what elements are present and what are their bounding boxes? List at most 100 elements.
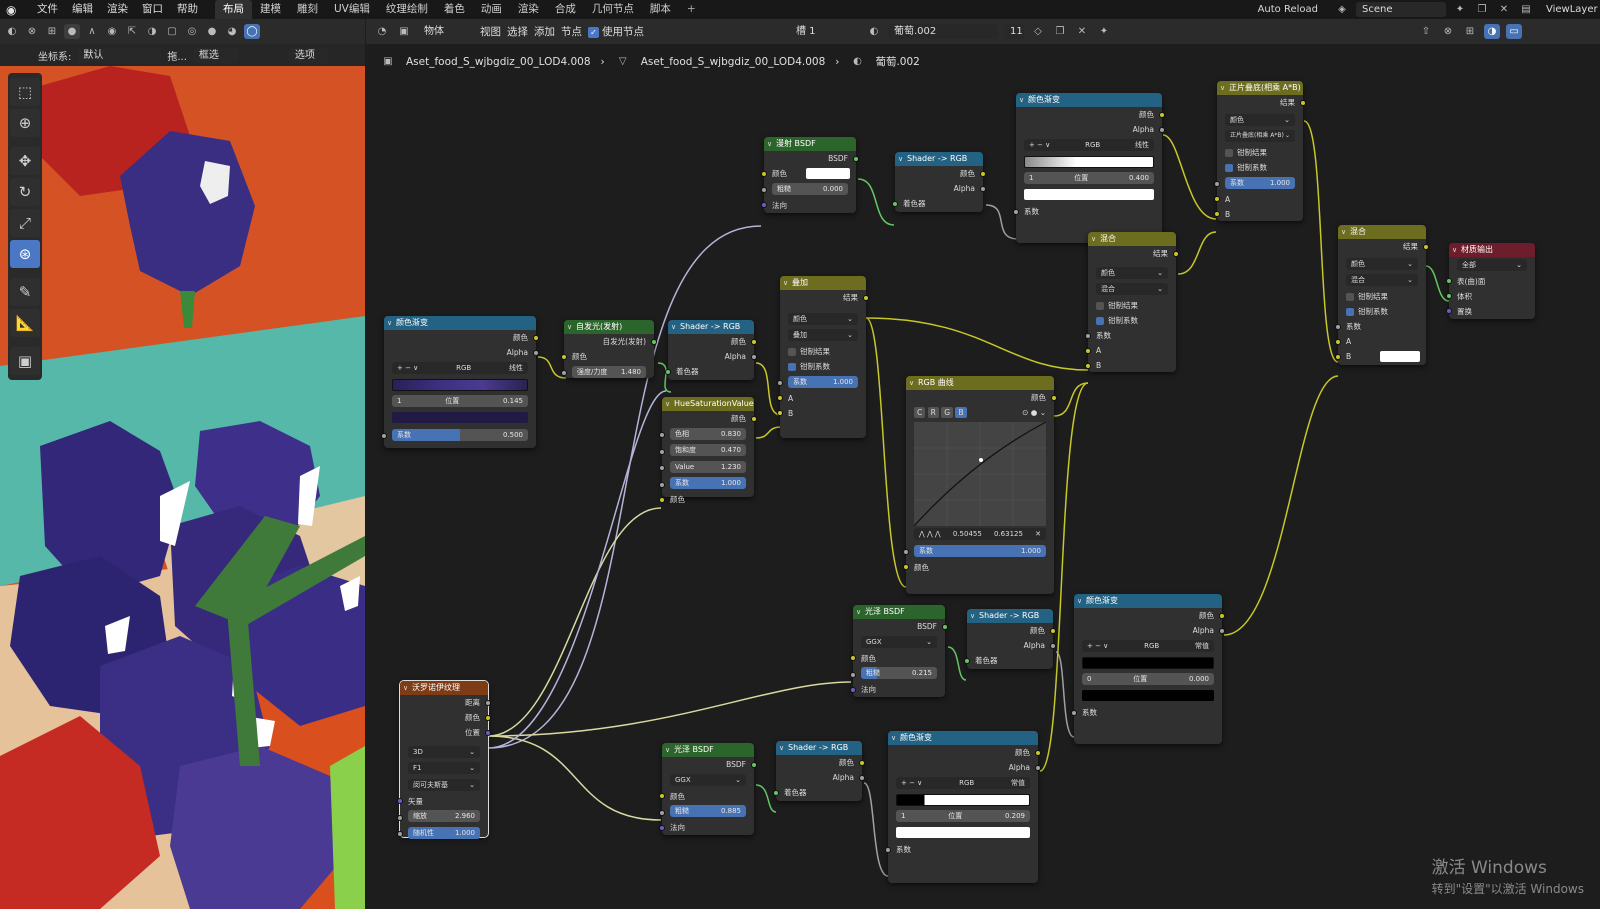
input-socket[interactable] — [561, 370, 567, 376]
input-socket[interactable] — [1214, 196, 1220, 202]
output-socket[interactable] — [1300, 99, 1306, 106]
editor-type-icon[interactable]: ◐ — [7, 26, 17, 37]
coord-system-dropdown[interactable]: 默认 — [77, 47, 162, 63]
input-socket[interactable] — [1214, 181, 1220, 187]
input-socket[interactable] — [381, 433, 387, 439]
input-socket[interactable] — [850, 671, 856, 678]
input-socket[interactable] — [659, 432, 665, 438]
node-header[interactable]: 颜色渐变 — [1074, 594, 1222, 608]
3d-viewport[interactable]: ◐ ⊗ ⊞ ● ∧ ◉ ⇱ ◑ ▢ ◎ ● ◕ ◯ 坐标系: 默认 拖... 框… — [0, 19, 365, 909]
backdrop-icon[interactable]: ▭ — [1506, 24, 1522, 39]
stop-index[interactable]: 1 — [1029, 174, 1034, 182]
measure-tool-icon[interactable]: 📐 — [10, 309, 40, 337]
output-socket[interactable] — [1159, 126, 1165, 133]
snap-icon[interactable]: ⊗ — [27, 26, 37, 37]
pos-value[interactable]: 0.145 — [502, 397, 523, 405]
output-socket[interactable] — [980, 185, 986, 192]
rough-value[interactable]: 0.000 — [822, 184, 843, 193]
tab-texture-paint[interactable]: 纹理绘制 — [385, 3, 428, 15]
output-socket[interactable] — [859, 774, 865, 781]
node-mix-overlay[interactable]: 叠加 结果 颜色⌄ 叠加⌄ 钳制结果 钳制系数 系数1.000 A B — [777, 276, 869, 438]
input-socket[interactable] — [885, 846, 891, 853]
tab-red[interactable]: R — [927, 407, 939, 418]
input-socket[interactable] — [397, 798, 403, 804]
input-socket[interactable] — [892, 200, 898, 207]
scene-icon[interactable]: ◈ — [1338, 4, 1346, 15]
input-socket[interactable] — [761, 170, 767, 177]
rendered-shading-icon[interactable]: ◯ — [244, 24, 260, 39]
node-header[interactable]: 光泽 BSDF — [662, 743, 754, 757]
transform-tool-icon[interactable]: ⊛ — [10, 240, 40, 268]
node-glossy-bsdf-2[interactable]: 光泽 BSDF BSDF GGX⌄ 颜色 粗糙0.885 法向 — [659, 743, 757, 835]
input-socket[interactable] — [1335, 353, 1341, 360]
node-header[interactable]: 漫射 BSDF — [764, 137, 856, 151]
color-ramp-bar[interactable] — [1082, 656, 1214, 669]
node-header[interactable]: Shader -> RGB — [967, 609, 1053, 623]
output-socket[interactable] — [751, 761, 757, 768]
blend-mode-dropdown[interactable]: 混合 — [1351, 276, 1365, 284]
node-material-output[interactable]: 材质输出 全部⌄ 表(曲)面 体积 置换 — [1446, 243, 1535, 319]
fac-value[interactable]: 1.000 — [1269, 178, 1290, 187]
material-shading-icon[interactable]: ◕ — [227, 26, 237, 37]
input-socket[interactable] — [1085, 362, 1091, 369]
stop-index[interactable]: 0 — [1087, 675, 1092, 683]
overlay-icon[interactable]: ◑ — [1484, 24, 1500, 39]
menu-window[interactable]: 窗口 — [142, 3, 163, 15]
select-mode-dropdown[interactable]: 框选 — [192, 47, 239, 63]
clamp-factor-checkbox[interactable] — [788, 363, 796, 371]
node-mix-2[interactable]: 混合 结果 颜色⌄ 混合⌄ 钳制结果 钳制系数 系数 A B — [1335, 225, 1429, 365]
curve-tools-icon[interactable]: ⊙ ● ⌄ — [1022, 408, 1046, 417]
output-socket[interactable] — [863, 294, 869, 301]
blend-mode-dropdown[interactable]: 正片叠底(相乘 A*B) — [1230, 132, 1284, 139]
target-dropdown[interactable]: 全部 — [1462, 260, 1476, 269]
scene-field[interactable]: Scene — [1356, 2, 1446, 17]
node-rgb-curves[interactable]: RGB 曲线 颜色 C R G B ⊙ ● ⌄ ⋀ ⋀ ⋀0.5 — [903, 376, 1057, 594]
clamp-factor-checkbox[interactable] — [1096, 317, 1104, 325]
color-ramp-bar[interactable] — [896, 793, 1030, 806]
tab-sculpt[interactable]: 雕刻 — [297, 3, 318, 15]
interpolation-dropdown[interactable]: 线性 — [1135, 140, 1149, 149]
tab-scripting[interactable]: 脚本 — [649, 3, 671, 15]
input-socket[interactable] — [659, 793, 665, 799]
tab-geometry-nodes[interactable]: 几何节点 — [591, 3, 634, 15]
input-socket[interactable] — [659, 481, 665, 488]
node-header[interactable]: 混合 — [1338, 225, 1426, 239]
distribution-dropdown[interactable]: GGX — [675, 775, 691, 784]
object-icon[interactable]: ▣ — [399, 26, 409, 37]
pos-value[interactable]: 0.400 — [1128, 174, 1149, 182]
val-value[interactable]: 1.230 — [720, 462, 741, 471]
stop-color-swatch[interactable] — [392, 412, 528, 423]
color-ramp-bar[interactable] — [392, 378, 528, 391]
select-box-tool-icon[interactable]: ⬚ — [10, 78, 40, 106]
curve-graph[interactable] — [913, 421, 1047, 527]
clamp-result-checkbox[interactable] — [1225, 149, 1233, 157]
point-y-value[interactable]: 0.63125 — [993, 530, 1023, 538]
pin-icon[interactable]: ✦ — [1455, 4, 1465, 15]
stop-color-swatch[interactable] — [1082, 690, 1214, 701]
input-socket[interactable] — [659, 448, 665, 455]
input-socket[interactable] — [1214, 211, 1220, 217]
shader-node-editor[interactable]: ◔ ▣ 物体 视图 选择 添加 节点 ✓使用节点 槽 1 ◐ 葡萄.002 11… — [366, 19, 1600, 909]
output-socket[interactable] — [1219, 627, 1225, 634]
input-socket[interactable] — [777, 380, 783, 386]
output-socket[interactable] — [751, 415, 757, 422]
solid-shading-icon[interactable]: ● — [207, 26, 217, 37]
metric-dropdown[interactable]: 闵可夫斯基 — [413, 780, 448, 789]
delete-scene-icon[interactable]: ✕ — [1499, 4, 1509, 15]
menu-help[interactable]: 帮助 — [177, 3, 198, 15]
input-socket[interactable] — [1335, 323, 1341, 330]
color-ramp-bar[interactable] — [1024, 155, 1154, 168]
data-type-dropdown[interactable]: 颜色 — [1351, 259, 1365, 268]
menu-node[interactable]: 节点 — [561, 26, 582, 38]
falloff-icon[interactable]: ∧ — [88, 26, 96, 37]
drag-label[interactable]: 拖... — [167, 51, 187, 63]
shader-type-dropdown[interactable]: 物体 — [418, 24, 474, 39]
output-socket[interactable] — [1035, 749, 1041, 756]
node-header[interactable]: Shader -> RGB — [776, 741, 862, 755]
input-socket[interactable] — [1446, 308, 1452, 314]
add-stop-icon[interactable]: + − ∨ — [1029, 140, 1051, 149]
node-shader-to-rgb-4[interactable]: Shader -> RGB 颜色 Alpha 着色器 — [773, 741, 865, 801]
